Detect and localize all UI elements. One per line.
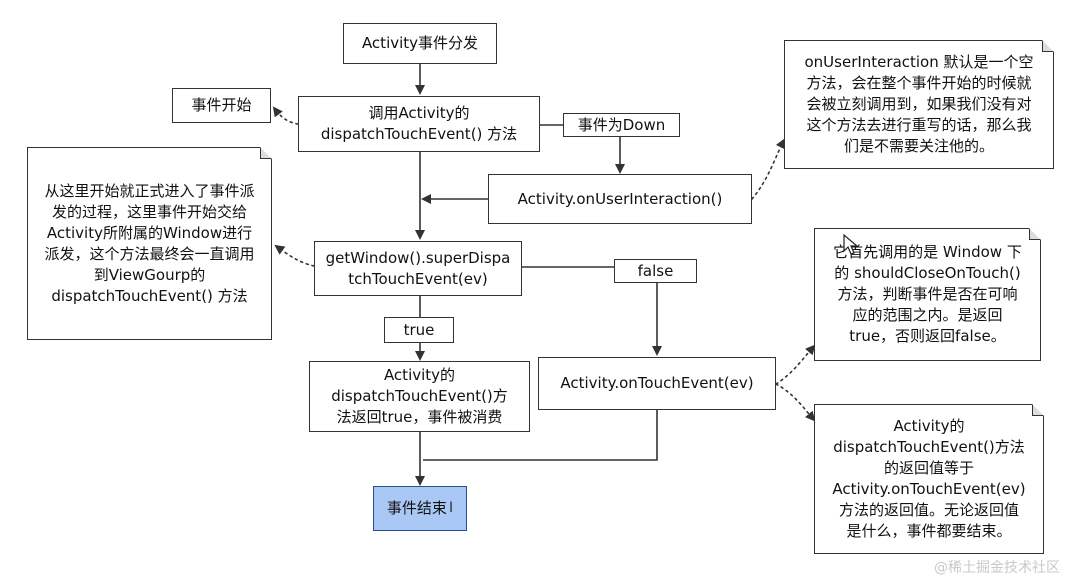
dispatch-process-note-text: 从这里开始就正式进入了事件派 发的过程，这里事件开始交给 Activity所附属…	[44, 181, 255, 305]
consumed-node: Activity的 dispatchTouchEvent()方 法返回true，…	[309, 361, 530, 432]
user-interaction-note-text: onUserInteraction 默认是一个空 方法，会在整个事件开始的时候就…	[804, 53, 1034, 155]
edge-ontouchevent-to-returnvalue	[775, 383, 816, 422]
on-user-interaction-node: Activity.onUserInteraction()	[488, 174, 752, 224]
activity-dispatch-title-node: Activity事件分发	[343, 23, 497, 64]
dispatch-process-note: 从这里开始就正式进入了事件派 发的过程，这里事件开始交给 Activity所附属…	[27, 147, 272, 340]
event-down-label: 事件为Down	[563, 113, 680, 137]
event-start-node: 事件开始	[172, 88, 271, 123]
edge-ontouchevent-to-shouldclose	[775, 344, 816, 385]
should-close-note-text: 它首先调用的是 Window 下 的 shouldCloseOnTouch() …	[833, 243, 1022, 345]
return-value-note: Activity的 dispatchTouchEvent()方法 的返回值等于 …	[814, 404, 1044, 554]
on-touch-event-node: Activity.onTouchEvent(ev)	[538, 357, 776, 410]
true-label: true	[384, 317, 454, 343]
user-interaction-note: onUserInteraction 默认是一个空 方法，会在整个事件开始的时候就…	[784, 40, 1054, 169]
edge-call-to-eventstart	[272, 106, 299, 125]
false-label: false	[614, 259, 697, 283]
edge-ontouchevent-to-end	[423, 410, 658, 461]
text-cursor-icon: I	[448, 500, 454, 516]
call-dispatch-node: 调用Activity的 dispatchTouchEvent() 方法	[298, 96, 540, 152]
super-dispatch-node: getWindow().superDispa tchTouchEvent(ev)	[314, 241, 522, 296]
edge-superdispatch-to-leftnote	[274, 244, 315, 267]
event-end-label: 事件结束	[386, 499, 447, 517]
return-value-note-text: Activity的 dispatchTouchEvent()方法 的返回值等于 …	[832, 417, 1026, 540]
mouse-pointer-icon	[843, 234, 859, 255]
watermark: @稀土掘金技术社区	[934, 560, 1060, 576]
edge-userinteraction-to-note	[751, 138, 785, 200]
